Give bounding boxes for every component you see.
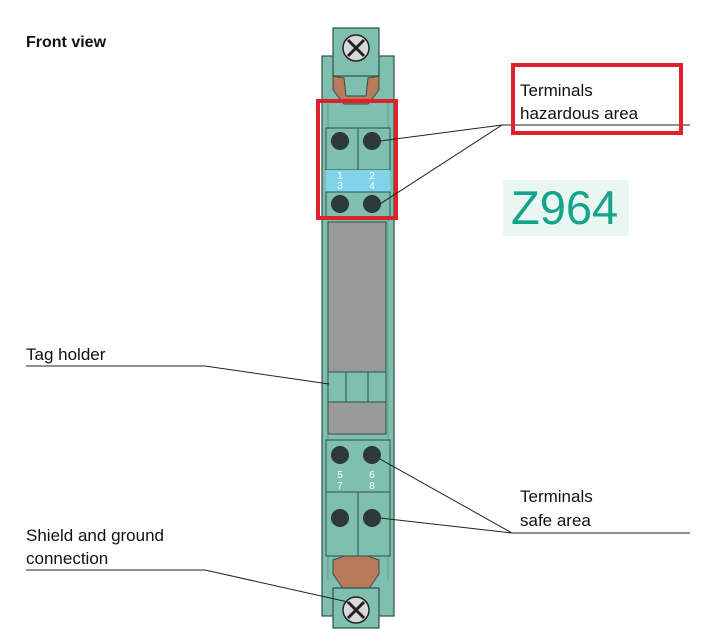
terminal-7-screw-icon: [331, 509, 349, 527]
leader-lines: [26, 124, 690, 603]
shield-ground-label-line2: connection: [26, 549, 109, 568]
terminal-6-screw-icon: [363, 446, 381, 464]
shield-ground-label-line1: Shield and ground: [26, 526, 165, 545]
terminal-number-6: 6: [369, 470, 375, 481]
terminals-safe-label-line2: safe area: [520, 511, 591, 530]
terminals-hazardous-label-line1: Terminals: [520, 81, 593, 100]
tag-holder-clip: [327, 371, 387, 403]
terminal-number-1: 1: [337, 171, 343, 182]
terminals-hazardous-label-line2: hazardous area: [520, 104, 639, 123]
terminal-number-4: 4: [369, 181, 375, 192]
terminal-number-2: 2: [369, 171, 375, 182]
terminal-8-screw-icon: [363, 509, 381, 527]
terminal-5-screw-icon: [331, 446, 349, 464]
hazard-number-strip: [326, 170, 390, 192]
terminal-4-screw-icon: [363, 195, 381, 213]
top-screw-icon: [342, 34, 370, 62]
model-label-background: [503, 180, 629, 236]
terminal-3-screw-icon: [331, 195, 349, 213]
hazardous-label-highlight: [511, 63, 683, 135]
tag-lower-window: [327, 401, 387, 435]
terminal-1-screw-icon: [331, 132, 349, 150]
terminal-number-8: 8: [369, 481, 375, 492]
bottom-screw-icon: [342, 596, 370, 624]
bottom-copper-clip: [332, 555, 380, 591]
tag-holder-label: Tag holder: [26, 345, 106, 364]
terminal-2-screw-icon: [363, 132, 381, 150]
front-view-label: Front view: [26, 34, 107, 51]
terminal-number-7: 7: [337, 481, 343, 492]
hazardous-terminals-highlight: [316, 99, 398, 220]
model-number: Z964: [511, 181, 619, 234]
tag-window: [327, 221, 387, 373]
terminals-safe-label-line1: Terminals: [520, 487, 593, 506]
terminal-number-3: 3: [337, 181, 343, 192]
terminal-number-5: 5: [337, 470, 343, 481]
